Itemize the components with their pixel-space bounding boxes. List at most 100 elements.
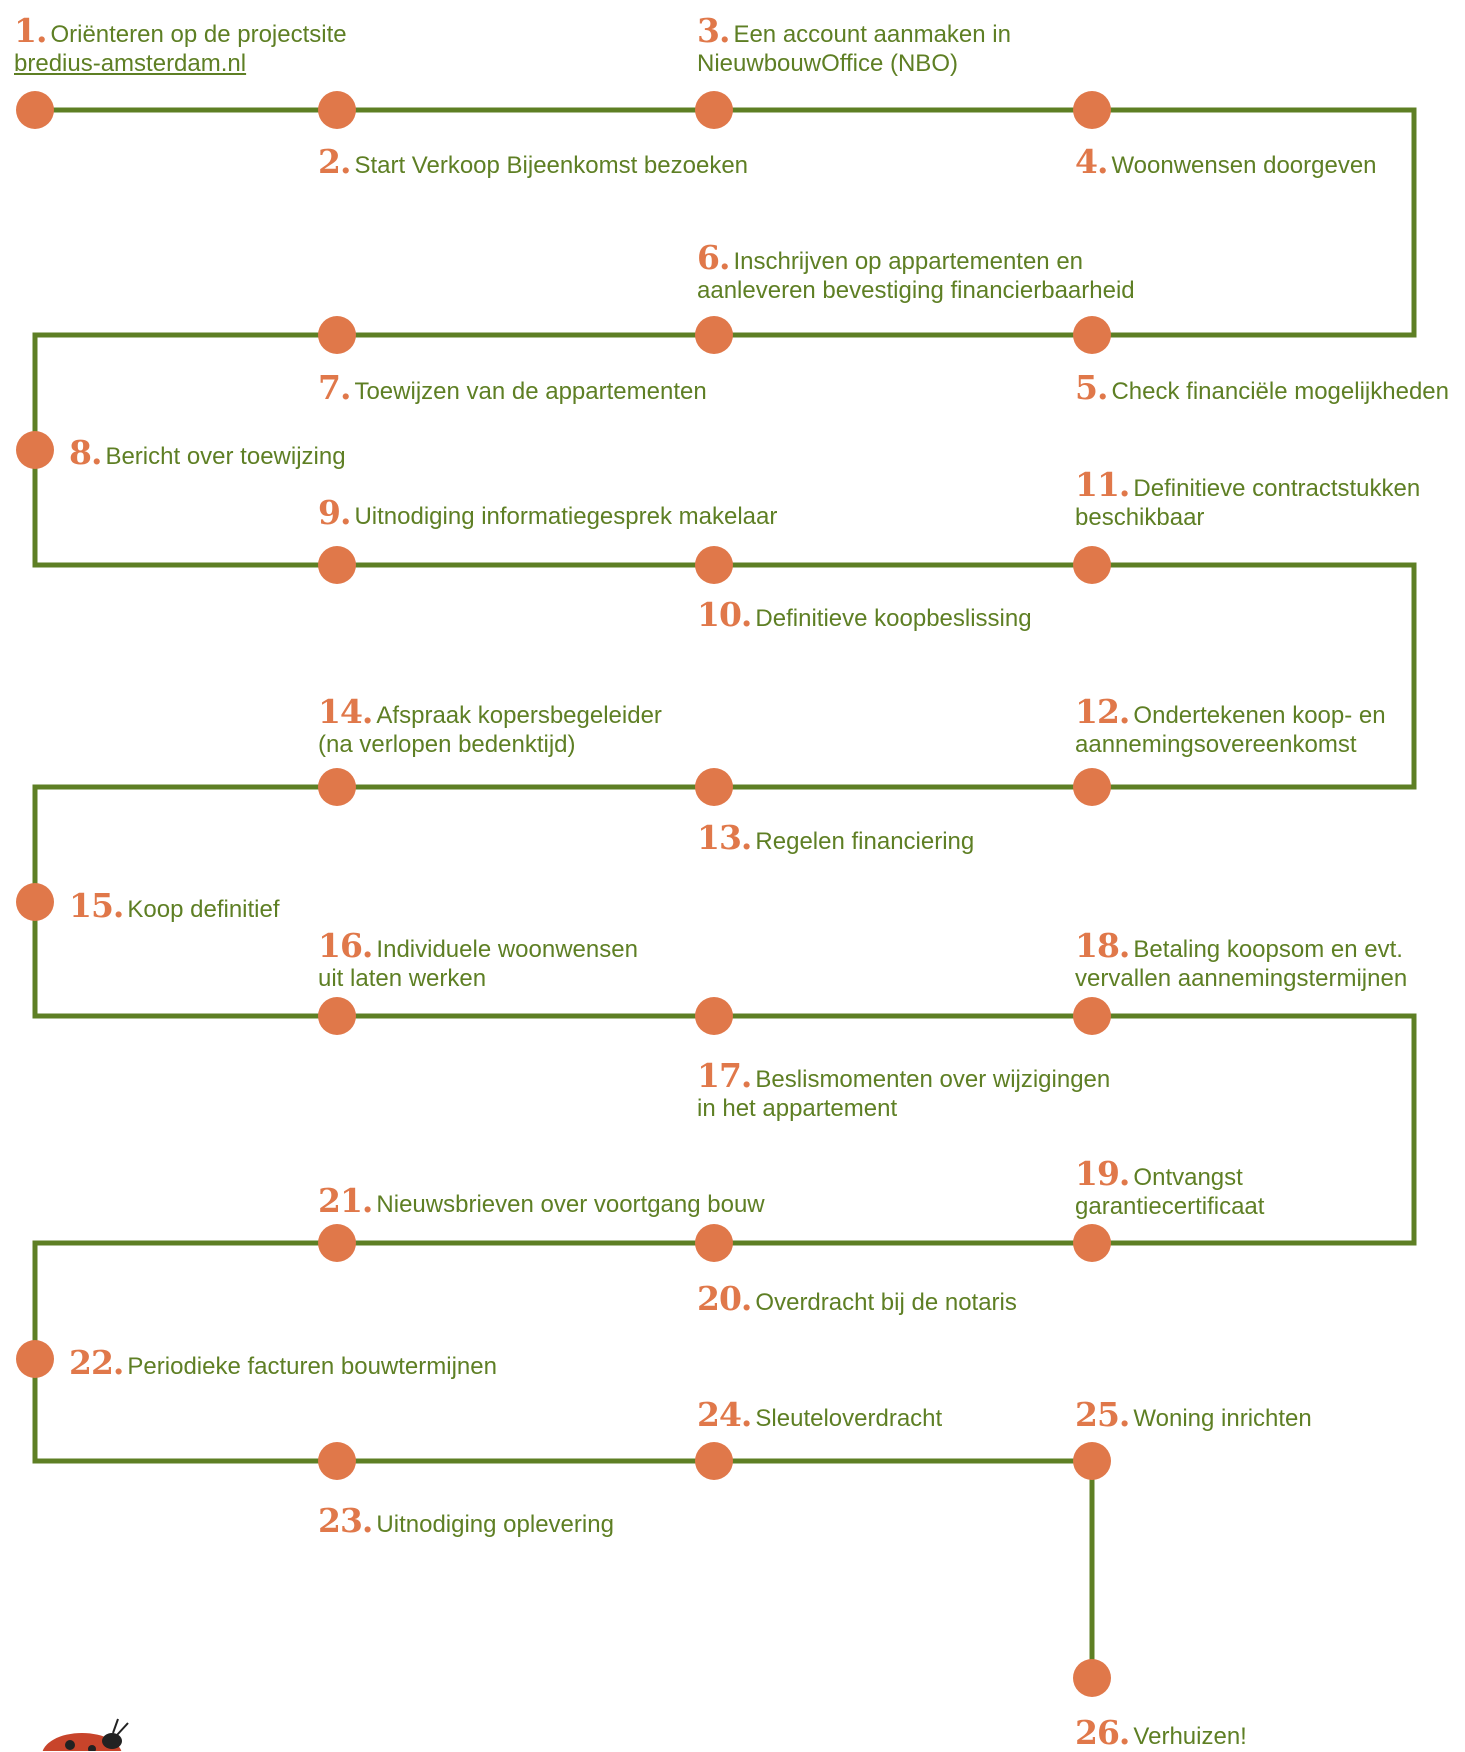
step-number: 8. xyxy=(69,433,102,472)
step-number: 6. xyxy=(697,238,730,277)
step-8-dot xyxy=(16,431,54,469)
step-number: 16. xyxy=(318,926,373,965)
step-number: 23. xyxy=(318,1501,373,1540)
step-9-label: 9.Uitnodiging informatiegesprek makelaar xyxy=(318,496,778,531)
step-1-label: 1.Oriënteren op de projectsite bredius-a… xyxy=(14,14,347,78)
step-4-dot xyxy=(1073,91,1111,129)
step-12-label: 12.Ondertekenen koop- en aannemingsovere… xyxy=(1075,695,1386,759)
step-text: Woonwensen doorgeven xyxy=(1111,152,1377,179)
step-20-label: 20.Overdracht bij de notaris xyxy=(697,1282,1017,1317)
step-number: 5. xyxy=(1075,368,1108,407)
step-19-dot xyxy=(1073,1224,1111,1262)
step-number: 19. xyxy=(1075,1154,1130,1193)
step-text: Individuele woonwensen xyxy=(376,936,638,963)
step-text: Start Verkoop Bijeenkomst bezoeken xyxy=(354,152,749,179)
step-text: Regelen financiering xyxy=(755,828,975,855)
step-number: 1. xyxy=(14,11,47,50)
step-number: 12. xyxy=(1075,692,1130,731)
step-number: 11. xyxy=(1075,465,1130,504)
step-11-dot xyxy=(1073,546,1111,584)
step-text-line2: in het appartement xyxy=(697,1095,898,1122)
step-text: Bericht over toewijzing xyxy=(105,443,346,470)
step-text-line2: uit laten werken xyxy=(318,965,487,992)
step-text: Ondertekenen koop- en xyxy=(1133,702,1386,729)
step-17-dot xyxy=(695,997,733,1035)
step-6-dot xyxy=(695,316,733,354)
step-text: Uitnodiging informatiegesprek makelaar xyxy=(354,503,778,530)
project-site-link[interactable]: bredius-amsterdam.nl xyxy=(14,50,247,77)
step-number: 10. xyxy=(697,595,752,634)
step-26-dot xyxy=(1073,1659,1111,1697)
step-number: 22. xyxy=(69,1343,124,1382)
step-11-label: 11.Definitieve contractstukken beschikba… xyxy=(1075,468,1421,532)
step-number: 9. xyxy=(318,493,351,532)
step-text: Koop definitief xyxy=(127,896,280,923)
step-text: Betaling koopsom en evt. xyxy=(1133,936,1403,963)
step-text: Verhuizen! xyxy=(1133,1723,1247,1750)
step-24-dot xyxy=(695,1442,733,1480)
connector-line xyxy=(32,107,1417,1678)
step-text: Ontvangst xyxy=(1133,1164,1243,1191)
step-number: 4. xyxy=(1075,142,1108,181)
step-14-dot xyxy=(318,768,356,806)
step-text: Periodieke facturen bouwtermijnen xyxy=(127,1353,497,1380)
step-text: Nieuwsbrieven over voortgang bouw xyxy=(376,1191,765,1218)
step-text-line2: (na verlopen bedenktijd) xyxy=(318,731,576,758)
step-number: 2. xyxy=(318,142,351,181)
step-number: 13. xyxy=(697,818,752,857)
step-17-label: 17.Beslismomenten over wijzigingen in he… xyxy=(697,1059,1110,1123)
step-18-label: 18.Betaling koopsom en evt. vervallen aa… xyxy=(1075,929,1408,993)
step-1-dot xyxy=(16,91,54,129)
step-dots xyxy=(16,91,1111,1697)
step-text: Uitnodiging oplevering xyxy=(376,1511,614,1538)
step-9-dot xyxy=(318,546,356,584)
step-25-label: 25.Woning inrichten xyxy=(1075,1398,1312,1433)
step-13-label: 13.Regelen financiering xyxy=(697,821,975,856)
step-10-label: 10.Definitieve koopbeslissing xyxy=(697,598,1032,633)
step-number: 3. xyxy=(697,11,730,50)
step-number: 18. xyxy=(1075,926,1130,965)
step-text-line2: vervallen aannemingstermijnen xyxy=(1075,965,1408,992)
step-16-dot xyxy=(318,997,356,1035)
step-text: Afspraak kopersbegeleider xyxy=(376,702,662,729)
step-text: Sleuteloverdracht xyxy=(755,1405,943,1432)
step-16-label: 16.Individuele woonwensen uit laten werk… xyxy=(318,929,638,993)
step-26-label: 26.Verhuizen! xyxy=(1075,1716,1247,1751)
step-12-dot xyxy=(1073,768,1111,806)
step-15-dot xyxy=(16,883,54,921)
step-text-line2: aannemingsovereenkomst xyxy=(1075,731,1357,758)
step-25-dot xyxy=(1073,1442,1111,1480)
step-10-dot xyxy=(695,546,733,584)
step-number: 26. xyxy=(1075,1713,1130,1752)
step-text: Inschrijven op appartementen en xyxy=(733,248,1084,275)
step-18-dot xyxy=(1073,997,1111,1035)
step-2-dot xyxy=(318,91,356,129)
step-7-label: 7.Toewijzen van de appartementen xyxy=(318,371,707,406)
step-21-label: 21.Nieuwsbrieven over voortgang bouw xyxy=(318,1184,765,1219)
step-23-label: 23.Uitnodiging oplevering xyxy=(318,1504,614,1539)
step-21-dot xyxy=(318,1224,356,1262)
step-text: Definitieve contractstukken xyxy=(1133,475,1421,502)
step-24-label: 24.Sleuteloverdracht xyxy=(697,1398,943,1433)
step-22-dot xyxy=(16,1340,54,1378)
step-5-dot xyxy=(1073,316,1111,354)
ladybug-icon xyxy=(42,1718,129,1751)
step-20-dot xyxy=(695,1224,733,1262)
step-3-label: 3.Een account aanmaken in NieuwbouwOffic… xyxy=(697,14,1011,78)
step-7-dot xyxy=(318,316,356,354)
step-13-dot xyxy=(695,768,733,806)
step-text: Check financiële mogelijkheden xyxy=(1111,378,1449,405)
step-number: 24. xyxy=(697,1395,752,1434)
step-text-line2: beschikbaar xyxy=(1075,504,1205,531)
step-14-label: 14.Afspraak kopersbegeleider (na verlope… xyxy=(318,695,662,759)
step-number: 20. xyxy=(697,1279,752,1318)
step-text: Toewijzen van de appartementen xyxy=(354,378,707,405)
step-2-label: 2.Start Verkoop Bijeenkomst bezoeken xyxy=(318,145,749,180)
step-15-label: 15.Koop definitief xyxy=(69,889,280,924)
step-text-line2: garantiecertificaat xyxy=(1075,1193,1265,1220)
step-22-label: 22.Periodieke facturen bouwtermijnen xyxy=(69,1346,497,1381)
step-4-label: 4.Woonwensen doorgeven xyxy=(1075,145,1377,180)
step-text: Oriënteren op de projectsite xyxy=(50,21,347,48)
